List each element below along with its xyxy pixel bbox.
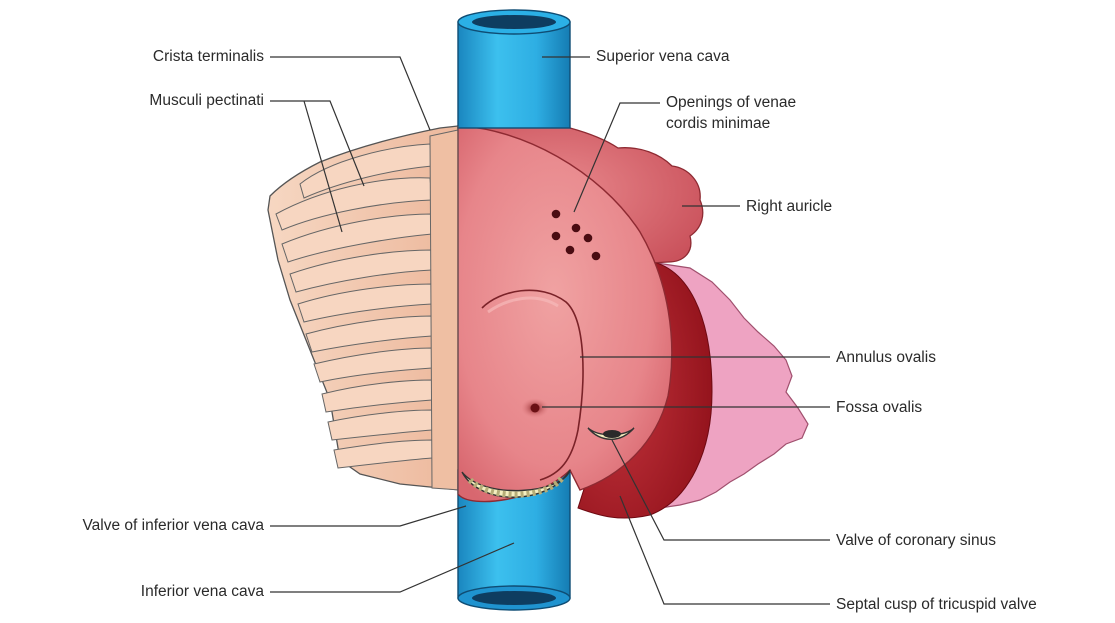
label-fossa-ovalis: Fossa ovalis xyxy=(836,398,922,417)
label-valve-of-ivc: Valve of inferior vena cava xyxy=(4,516,264,535)
label-septal-cusp: Septal cusp of tricuspid valve xyxy=(836,595,1037,614)
leader-crista xyxy=(270,57,430,130)
label-crista-terminalis: Crista terminalis xyxy=(80,47,264,66)
label-musculi-pectinati: Musculi pectinati xyxy=(80,91,264,110)
label-openings-venae-line1: Openings of venae xyxy=(666,93,796,112)
superior-vena-cava xyxy=(458,10,570,128)
label-superior-vena-cava: Superior vena cava xyxy=(596,47,730,66)
label-annulus-ovalis: Annulus ovalis xyxy=(836,348,936,367)
crista-terminalis-ridge xyxy=(430,130,460,490)
label-inferior-vena-cava: Inferior vena cava xyxy=(60,582,264,601)
label-right-auricle: Right auricle xyxy=(746,197,832,216)
leader-valve-ivc xyxy=(270,506,466,526)
label-openings-venae-line2: cordis minimae xyxy=(666,114,770,133)
label-valve-of-coronary-sinus: Valve of coronary sinus xyxy=(836,531,996,550)
